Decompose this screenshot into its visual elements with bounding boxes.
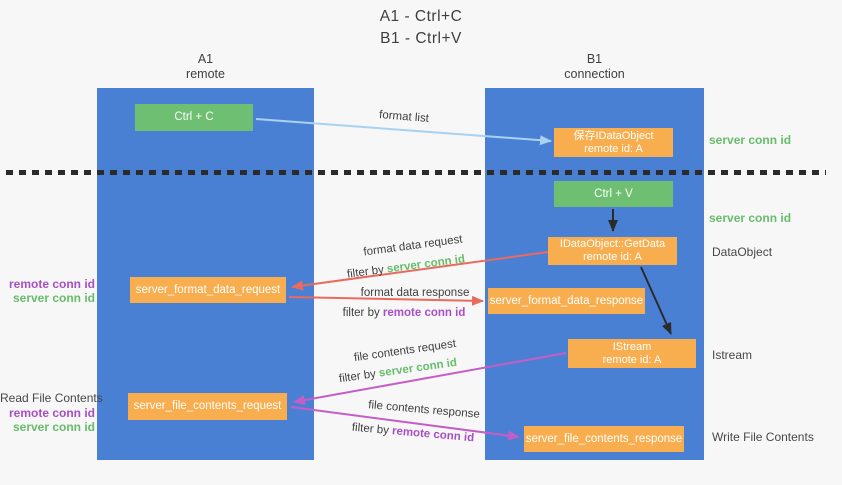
node-ctrl-c: Ctrl + C <box>135 104 253 131</box>
node-ctrl-v: Ctrl + V <box>554 181 673 207</box>
left-conn-id-stack-1: remote conn id server conn id <box>0 277 95 305</box>
arrow-file-contents-request <box>293 352 567 405</box>
label-dataobject: DataObject <box>712 245 773 259</box>
node-server-format-data-request: server_format_data_request <box>130 277 286 303</box>
label-format-data-response: format data response <box>360 287 470 299</box>
node-file-request-label: server_file_contents_request <box>133 400 282 412</box>
node-istream-line2: remote id: A <box>602 353 662 366</box>
label-format-response-filter: filter by remote conn id <box>343 307 466 319</box>
node-save-idataobject: 保存IDataObject remote id: A <box>554 128 673 157</box>
session-divider-dotted-line <box>6 170 826 175</box>
node-server-format-data-response: server_format_data_response <box>488 288 645 314</box>
node-getdata-line1: IDataObject::GetData <box>559 238 666 250</box>
node-idataobject-getdata: IDataObject::GetData remote id: A <box>548 237 677 265</box>
node-istream-line1: IStream <box>612 340 652 353</box>
arrow-getdata-to-istream <box>640 266 672 335</box>
arrow-format-data-request <box>291 251 549 291</box>
lane-header-a1: A1 remote <box>97 52 314 82</box>
arrow-format-list <box>255 118 552 146</box>
title-line-1: A1 - Ctrl+C <box>379 8 463 25</box>
node-save-idataobject-line2: remote id: A <box>584 142 643 155</box>
label-istream: Istream <box>712 348 753 362</box>
label-server-conn-id-top: server conn id <box>709 133 792 147</box>
node-format-request-label: server_format_data_request <box>135 283 281 296</box>
label-remote-conn-id: remote conn id <box>8 406 95 420</box>
lane-header-b1: B1 connection <box>485 52 704 82</box>
arrow-file-contents-response <box>290 406 520 441</box>
filter-prefix: filter by <box>342 307 383 319</box>
left-conn-id-stack-2: remote conn id server conn id <box>0 406 95 434</box>
label-server-conn-id: server conn id <box>12 291 95 305</box>
lane-a1-role: remote <box>186 67 225 81</box>
arrow-format-data-response <box>288 295 484 306</box>
label-write-file-contents: Write File Contents <box>712 430 814 444</box>
filter-key-remote-conn-id: remote conn id <box>382 307 466 319</box>
node-ctrl-c-label: Ctrl + C <box>174 111 214 123</box>
lane-b1-role: connection <box>564 67 625 81</box>
label-server-conn-id: server conn id <box>12 420 95 434</box>
node-save-idataobject-line1: 保存IDataObject <box>573 129 654 142</box>
lane-b1-name: B1 <box>586 52 603 66</box>
node-istream: IStream remote id: A <box>568 339 696 368</box>
node-file-response-label: server_file_contents_response <box>525 432 683 445</box>
node-getdata-line2: remote id: A <box>583 251 642 263</box>
node-server-file-contents-response: server_file_contents_response <box>524 426 684 452</box>
node-server-file-contents-request: server_file_contents_request <box>128 393 287 420</box>
label-server-conn-id-mid: server conn id <box>709 211 792 225</box>
diagram-title: A1 - Ctrl+C B1 - Ctrl+V <box>0 6 842 50</box>
lane-a1-name: A1 <box>197 52 214 66</box>
node-format-response-label: server_format_data_response <box>489 294 644 307</box>
title-line-2: B1 - Ctrl+V <box>380 30 462 47</box>
node-ctrl-v-label: Ctrl + V <box>594 187 633 200</box>
label-read-file-contents: Read File Contents <box>0 391 103 405</box>
label-remote-conn-id: remote conn id <box>8 277 95 291</box>
